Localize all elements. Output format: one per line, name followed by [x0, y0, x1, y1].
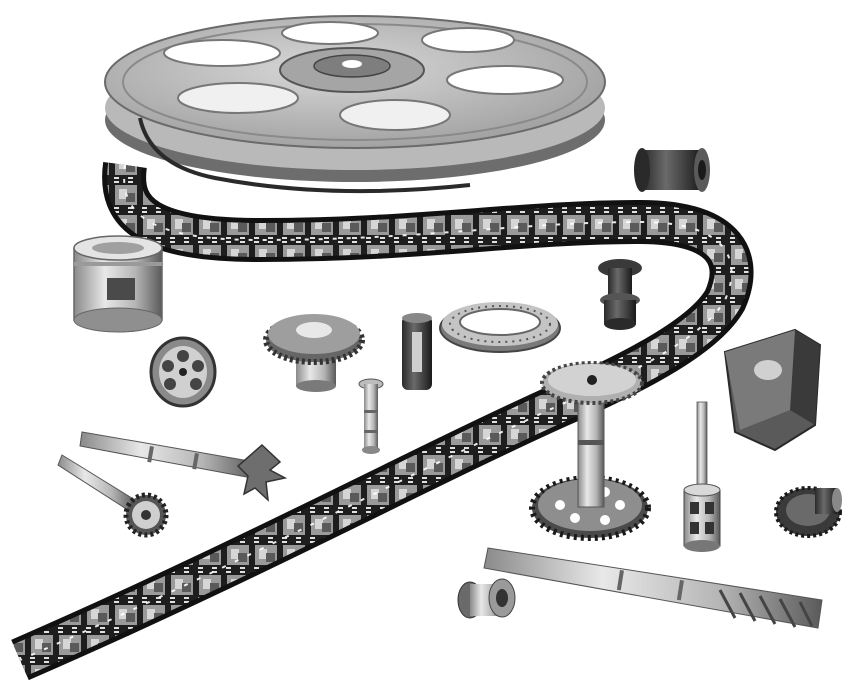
sprocket-shaft	[529, 361, 651, 541]
cage-pin	[683, 401, 721, 552]
film-reel	[104, 15, 606, 194]
small-spool	[634, 148, 710, 192]
washer-ring	[439, 302, 561, 353]
spoked-wheel	[149, 336, 217, 408]
small-bobbin	[457, 578, 516, 619]
spur-gear	[263, 314, 365, 392]
screw-pin	[358, 378, 384, 454]
star-shaft	[79, 431, 288, 502]
drill-bit-shank	[483, 547, 823, 629]
slotted-pin	[402, 313, 432, 390]
block-collar	[723, 328, 822, 452]
film-strip	[11, 161, 754, 681]
flanged-roller	[598, 259, 642, 330]
toothed-shaft	[57, 454, 169, 538]
bevel-gear	[774, 486, 842, 538]
large-bushing	[73, 235, 163, 333]
